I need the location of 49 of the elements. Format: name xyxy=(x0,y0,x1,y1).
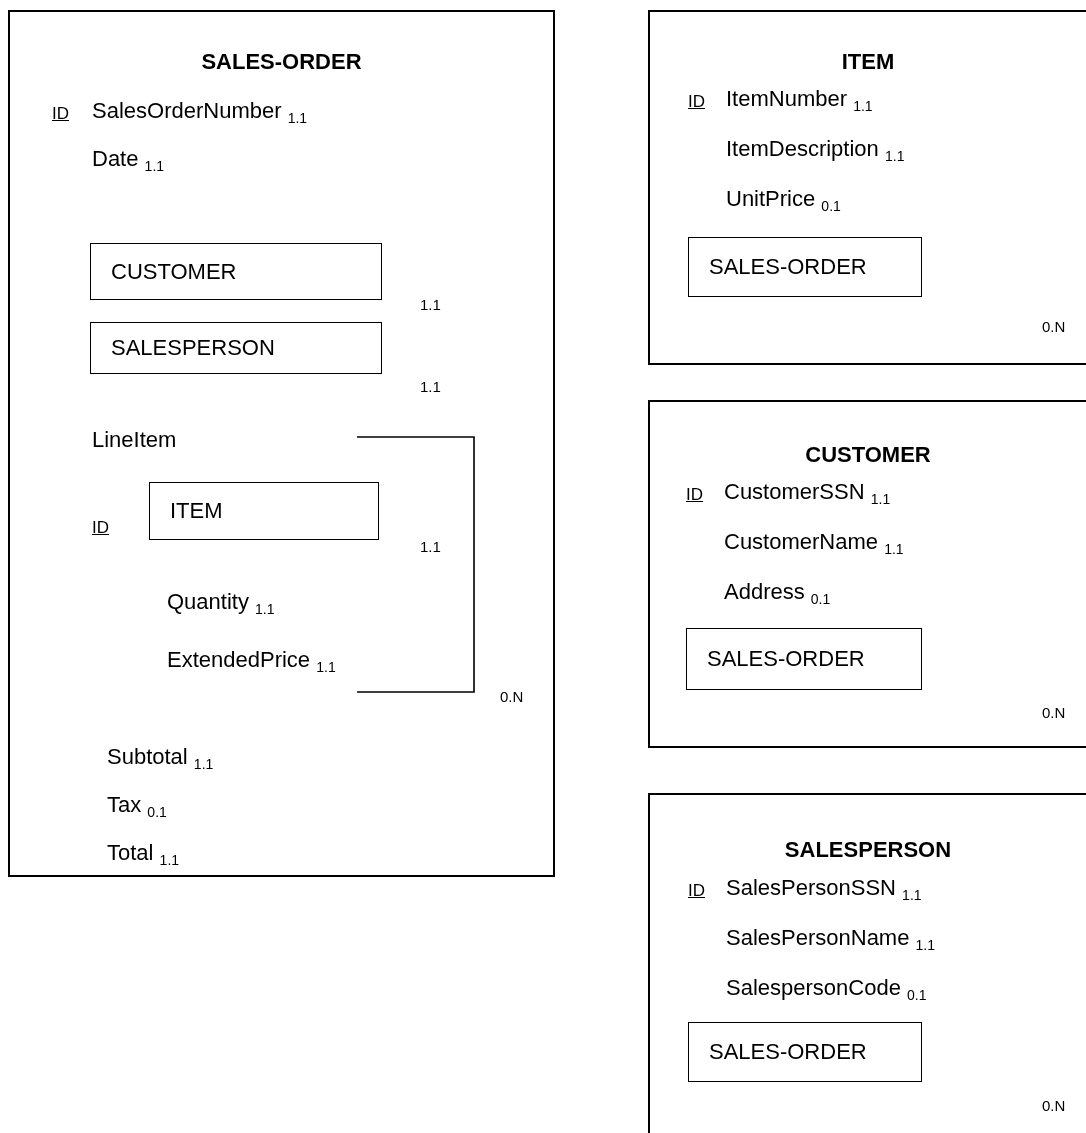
cardinality-label: 0.N xyxy=(1042,703,1066,723)
attribute-label: CustomerSSN $_{1.1}$ xyxy=(724,479,891,509)
attribute-label: Quantity $_{1.1}$ xyxy=(167,589,275,619)
attribute-label: ItemDescription $_{1.1}$ xyxy=(726,136,905,166)
attribute-label: Date $_{1.1}$ xyxy=(92,146,165,176)
attribute-label: Address $_{0.1}$ xyxy=(724,579,831,609)
cardinality-label: 0.N xyxy=(500,687,524,707)
attribute-label: ItemNumber $_{1.1}$ xyxy=(726,86,873,116)
identifier-marker: ID xyxy=(688,880,705,902)
cardinality-label: 1.1 xyxy=(420,295,441,315)
entity-name: CUSTOMER xyxy=(111,258,237,285)
entity-reference-box xyxy=(688,237,922,297)
entity-title: SALESPERSON xyxy=(784,837,952,863)
cardinality-label: 0.N xyxy=(1042,1096,1066,1116)
entity-reference-box xyxy=(90,243,382,300)
entity-box xyxy=(648,793,1086,1133)
attribute-label: SalesOrderNumber $_{1.1}$ xyxy=(92,98,308,128)
entity-reference-box xyxy=(90,322,382,374)
entity-box xyxy=(648,400,1086,748)
entity-title: ITEM xyxy=(841,49,895,75)
entity-reference-box xyxy=(686,628,922,690)
entity-title: SALES-ORDER xyxy=(201,49,362,75)
attribute-label: UnitPrice $_{0.1}$ xyxy=(726,186,841,216)
attribute-label: SalesPersonSSN $_{1.1}$ xyxy=(726,875,922,905)
entity-name: SALESPERSON xyxy=(111,335,275,361)
identifier-marker: ID xyxy=(688,91,705,113)
entity-name: SALES-ORDER xyxy=(709,254,867,280)
entity-reference-box xyxy=(149,482,379,540)
attribute-label: Total $_{1.1}$ xyxy=(107,840,180,870)
entity-box xyxy=(648,10,1086,365)
attribute-label: Tax $_{0.1}$ xyxy=(107,792,167,822)
entity-title: CUSTOMER xyxy=(805,442,931,468)
entity-name: SALES-ORDER xyxy=(707,646,865,672)
entity-box xyxy=(8,10,555,877)
cardinality-label: 0.N xyxy=(1042,317,1066,337)
entity-name: ITEM xyxy=(170,498,223,524)
identifier-marker: ID xyxy=(52,103,69,125)
entity-reference-box xyxy=(688,1022,922,1082)
attribute-label: ExtendedPrice $_{1.1}$ xyxy=(167,647,336,677)
attribute-label: SalespersonCode $_{0.1}$ xyxy=(726,975,927,1005)
attribute-label: Subtotal $_{1.1}$ xyxy=(107,744,214,774)
group-label: LineItem xyxy=(92,427,177,453)
entity-name: SALES-ORDER xyxy=(709,1039,867,1065)
cardinality-label: 1.1 xyxy=(420,377,441,397)
cardinality-label: 1.1 xyxy=(420,537,441,557)
attribute-label: CustomerName $_{1.1}$ xyxy=(724,529,904,559)
identifier-marker: ID xyxy=(686,484,703,506)
attribute-label: SalesPersonName $_{1.1}$ xyxy=(726,925,935,955)
identifier-marker: ID xyxy=(92,517,109,539)
